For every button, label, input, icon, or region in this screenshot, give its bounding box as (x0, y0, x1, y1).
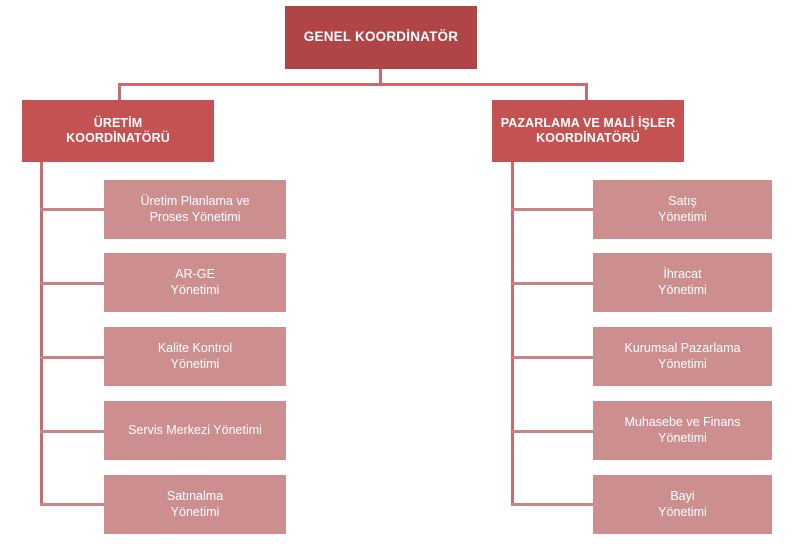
right-branch-connector-1 (511, 208, 593, 211)
right-branch-connector-5 (511, 503, 593, 506)
right-branch-connector-4 (511, 430, 593, 433)
left-branch-connector-5 (40, 503, 104, 506)
left-branch-connector-4 (40, 430, 104, 433)
left-branch-connector-3 (40, 356, 104, 359)
right-branch-connector-3 (511, 356, 593, 359)
connector-root-crossbar (118, 83, 588, 86)
left-spine (40, 162, 43, 505)
node-pazarlama-ve-mali-isler-koordinatoru[interactable]: PAZARLAMA VE MALİ İŞLER KOORDİNATÖRÜ (492, 100, 684, 162)
node-kurumsal-pazarlama-yonetimi[interactable]: Kurumsal Pazarlama Yönetimi (593, 327, 772, 386)
node-servis-merkezi-yonetimi[interactable]: Servis Merkezi Yönetimi (104, 401, 286, 460)
node-satis-yonetimi[interactable]: Satış Yönetimi (593, 180, 772, 239)
right-branch-connector-2 (511, 282, 593, 285)
connector-root-to-right-branch (585, 83, 588, 101)
left-branch-connector-2 (40, 282, 104, 285)
node-satinalma-yonetimi[interactable]: Satınalma Yönetimi (104, 475, 286, 534)
node-ihracat-yonetimi[interactable]: İhracat Yönetimi (593, 253, 772, 312)
node-uretim-koordinatoru[interactable]: ÜRETİM KOORDİNATÖRÜ (22, 100, 214, 162)
node-uretim-planlama-ve-proses-yonetimi[interactable]: Üretim Planlama ve Proses Yönetimi (104, 180, 286, 239)
node-muhasebe-ve-finans-yonetimi[interactable]: Muhasebe ve Finans Yönetimi (593, 401, 772, 460)
node-genel-koordinator[interactable]: GENEL KOORDİNATÖR (285, 6, 477, 69)
connector-root-to-left-branch (118, 83, 121, 101)
node-kalite-kontrol-yonetimi[interactable]: Kalite Kontrol Yönetimi (104, 327, 286, 386)
right-spine (511, 162, 514, 505)
connector-root-stem (379, 69, 382, 85)
node-bayi-yonetimi[interactable]: Bayi Yönetimi (593, 475, 772, 534)
node-ar-ge-yonetimi[interactable]: AR-GE Yönetimi (104, 253, 286, 312)
left-branch-connector-1 (40, 208, 104, 211)
